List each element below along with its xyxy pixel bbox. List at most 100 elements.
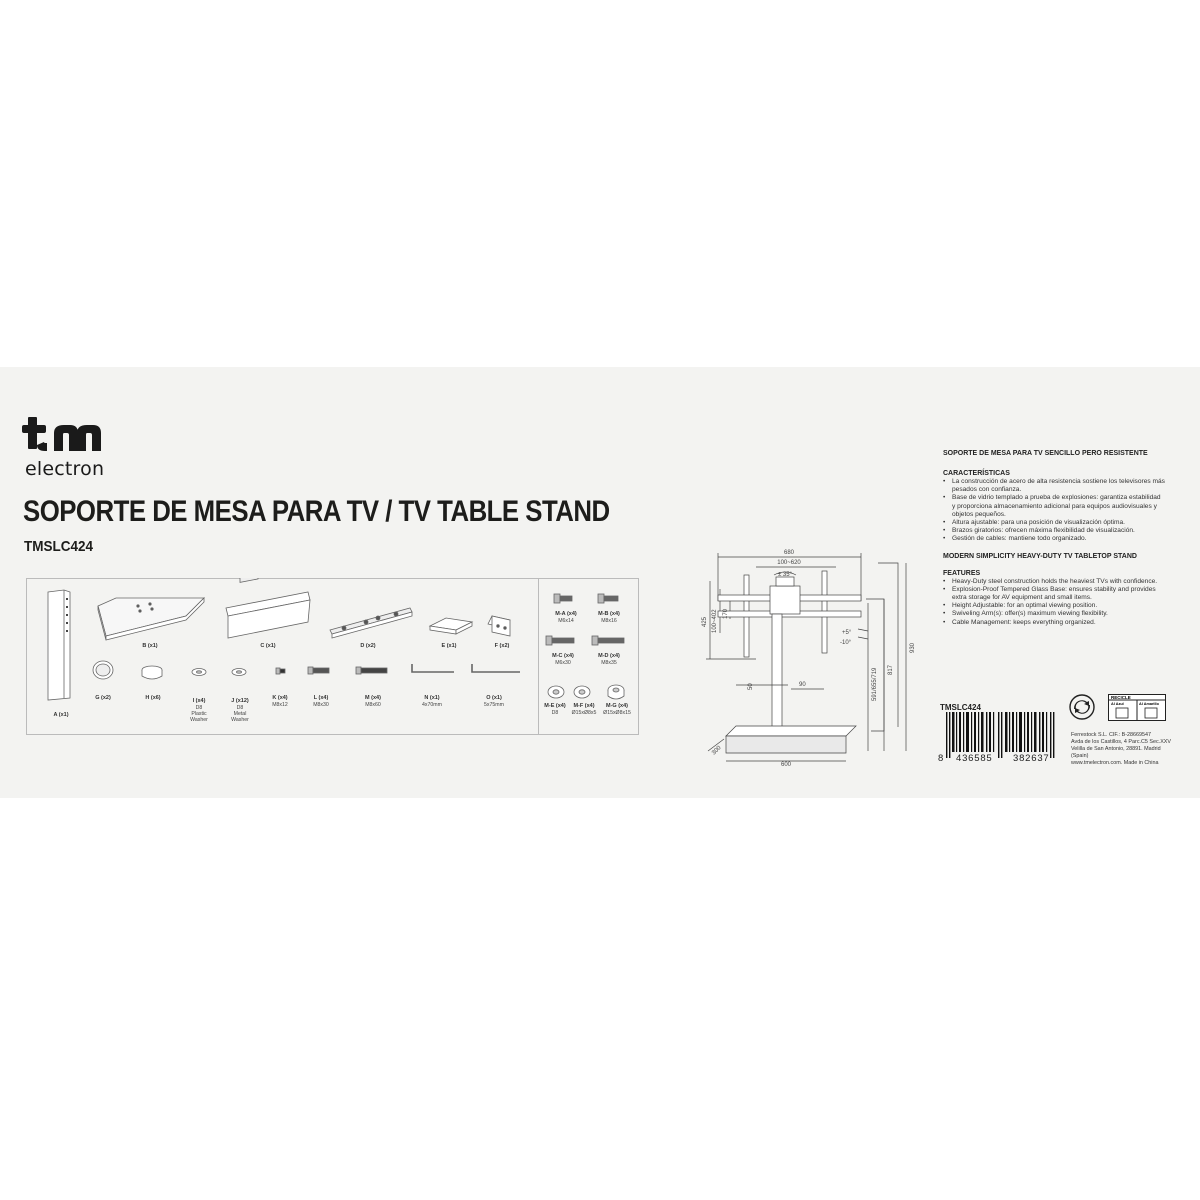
part-b-icon [97,597,205,641]
part-h-label: H (x6) [145,695,161,701]
tm-logo [22,417,101,451]
part-ma-spec: M6x14 [558,618,574,624]
heading-es: SOPORTE DE MESA PARA TV SENCILLO PERO RE… [943,450,1148,457]
dimension-diagram: 680 100~620 ± 35° 425 100~402 170 +5° -1… [702,550,916,766]
company-line: www.tmelectron.com. Made in China [1071,760,1159,766]
company-info: Ferrestock S.L. CIF.: B-28669547 Avda de… [1071,732,1171,767]
part-md-icon [591,635,625,646]
part-e-label: E (x1) [441,643,457,649]
part-mg-label: M-G (x4) [606,703,628,709]
part-a-icon [47,589,71,701]
page-title: SOPORTE DE MESA PARA TV / TV TABLE STAND [23,495,610,528]
eco-left-label: Al Azul [1111,702,1124,706]
part-l-spec: M8x30 [313,702,329,708]
features-list: Heavy-Duty steel construction holds the … [943,578,1165,627]
list-item: La construcción de acero de alta resiste… [943,478,1165,494]
part-ma-label: M-A (x4) [555,611,577,617]
part-md-label: M-D (x4) [598,653,620,659]
part-j-icon [231,668,247,676]
part-n-spec: 4x70mm [422,702,442,708]
dim-930: 930 [910,642,916,653]
recycle-icon [1069,694,1095,720]
part-i-icon [191,668,207,676]
dim-680: 680 [784,550,795,556]
list-item: Base de vidrio templado a prueba de expl… [943,494,1165,519]
dim-vesa-v: 100~402 [712,609,718,633]
part-k-label: K (x4) [272,695,288,701]
part-m-icon [355,666,388,675]
part-mg-spec: Ø15xØ8x15 [603,710,631,716]
parts-divider [538,578,539,734]
part-j-spec2: Metal [233,711,247,717]
part-mb-icon [597,593,619,604]
part-e-icon [428,617,474,635]
part-l-icon [307,666,330,675]
part-j-label: J (x12) [231,698,249,704]
list-item: Gestión de cables: mantiene todo organiz… [943,535,1165,543]
caracteristicas-list: La construcción de acero de alta resiste… [943,478,1165,544]
company-line: Ferrestock S.L. CIF.: B-28669547 [1071,732,1151,738]
part-mf-label: M-F (x4) [573,703,595,709]
part-mg-icon [607,684,625,700]
part-i-label: I (x4) [192,698,206,704]
part-b-label: B (x1) [142,643,158,649]
dim-170: 170 [723,608,729,619]
list-item: Altura ajustable: para una posición de v… [943,519,1165,527]
barcode-digit-first: 8 [938,753,944,764]
part-mf-icon [573,685,591,699]
dim-425: 425 [702,616,708,627]
part-me-icon [547,685,565,699]
part-j-spec3: Washer [231,717,249,723]
parts-illustrations [47,578,625,701]
part-o-label: O (x1) [486,695,502,701]
part-m-spec: M8x60 [365,702,381,708]
part-h-icon [141,665,163,680]
dim-600: 600 [781,762,792,766]
list-item: Heavy-Duty steel construction holds the … [943,578,1165,586]
dim-height-adj: 591/655/719 [872,667,878,701]
part-md-spec: M8x35 [601,660,617,666]
part-i-spec: D8 [195,705,203,711]
barcode-icon [946,712,1055,758]
part-me-spec: D8 [551,710,559,716]
dim-300: 300 [711,745,723,757]
description-column: SOPORTE DE MESA PARA TV SENCILLO PERO RE… [943,449,1165,627]
part-f-label: F (x2) [494,643,510,649]
recycling-bins-icon: RECICLE Al Azul Al Amarillo [1108,694,1166,721]
dim-tilt-up: +5° [842,630,852,636]
part-d-label: D (x2) [360,643,376,649]
part-o-icon [471,664,520,673]
features-title: FEATURES [943,569,981,577]
dim-vesa-range: 100~620 [777,560,801,566]
part-mc-icon [545,635,575,646]
part-ma-icon [553,593,573,604]
part-k-icon [275,667,286,675]
part-mc-spec: M6x30 [555,660,571,666]
company-line: Velilla de San Antonio, 28891. Madrid (S… [1071,746,1161,759]
part-m-label: M (x4) [365,695,381,701]
part-k-spec: M8x12 [272,702,288,708]
heading-en: MODERN SIMPLICITY HEAVY-DUTY TV TABLETOP… [943,552,1137,560]
dim-swivel: ± 35° [778,572,793,578]
eco-top-label: RECICLE [1111,695,1131,700]
part-mb-label: M-B (x4) [598,611,620,617]
barcode-group2: 382637 [1013,753,1050,764]
barcode-group1: 436585 [956,753,993,764]
part-c-label: C (x1) [260,643,276,649]
list-item: Cable Management: keeps everything organ… [943,619,1165,627]
part-f-icon [487,615,511,637]
list-item: Swiveling Arm(s): offer(s) maximum viewi… [943,610,1165,618]
list-item: Height Adjustable: for an optimal viewin… [943,602,1165,610]
part-d-icon [329,607,413,639]
part-l-label: L (x4) [313,695,329,701]
part-me-label: M-E (x4) [544,703,566,709]
part-a-label: A (x1) [53,712,69,718]
dim-817: 817 [888,664,894,675]
dim-tilt-down: -10° [840,640,852,646]
part-mf-spec: Ø15xØ8x5 [571,710,597,716]
model-number: TMSLC424 [24,538,94,555]
company-line: Avda de los Castillos, 4 Parc.C5 Sec.XXV [1071,739,1171,745]
parts-list-panel [26,578,639,735]
part-g-icon [92,660,114,680]
eco-right-label: Al Amarillo [1139,702,1160,706]
